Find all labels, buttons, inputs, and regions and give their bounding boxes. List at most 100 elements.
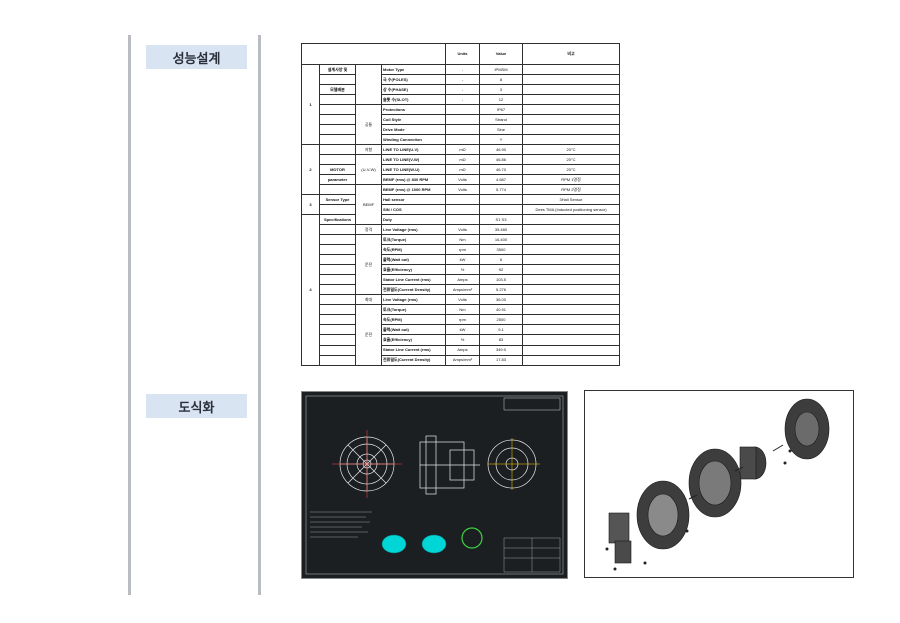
group-name-cell <box>319 354 356 367</box>
value-cell: 46.90 <box>479 144 523 156</box>
unit-cell <box>445 124 480 136</box>
unit-cell: Volts <box>445 184 480 196</box>
note-cell: RPM 2명정 <box>522 184 620 196</box>
note-cell <box>522 274 620 286</box>
parameter-cell: 슬롯 수(SLOT) <box>381 94 446 106</box>
note-cell: 20°C <box>522 144 620 156</box>
parameter-cell: LINE TO LINE(U-V) <box>381 144 446 156</box>
subgroup-cell: 정격 <box>355 224 382 236</box>
parameter-cell: 토크(Torque) <box>381 234 446 246</box>
note-cell <box>522 284 620 296</box>
left-divider <box>128 35 131 595</box>
value-cell: 349.0 <box>479 344 523 356</box>
subgroup-cell <box>355 64 382 106</box>
note-cell: 20°C <box>522 154 620 166</box>
value-cell <box>479 204 523 216</box>
unit-cell <box>445 114 480 126</box>
note-cell <box>522 64 620 76</box>
group-name-cell <box>319 224 356 236</box>
parameter-cell: 효율(Efficiency) <box>381 334 446 346</box>
unit-cell: mΩ <box>445 144 480 156</box>
spec-row: 극 수(POLES)-8 <box>302 74 620 86</box>
unit-cell: - <box>445 64 480 76</box>
unit-cell: Amps/mm² <box>445 354 480 367</box>
parameter-cell: 토크(Torque) <box>381 304 446 316</box>
note-cell: 20°C <box>522 164 620 176</box>
parameter-cell: Hall sensor <box>381 194 446 206</box>
unit-cell: mΩ <box>445 164 480 176</box>
parameter-cell: Drive Mode <box>381 124 446 136</box>
value-cell: 4.687 <box>479 174 523 186</box>
note-cell <box>522 124 620 136</box>
group-name-cell <box>319 204 356 216</box>
unit-cell: Amps <box>445 344 480 356</box>
value-cell: 8 <box>479 74 523 86</box>
unit-cell <box>445 204 480 216</box>
subgroup-cell: 최대 <box>355 294 382 306</box>
group-name-cell <box>319 314 356 326</box>
group-name-cell <box>319 94 356 106</box>
header-value: Value <box>479 42 523 66</box>
group-name-cell <box>319 114 356 126</box>
group-number-cell: 4 <box>301 214 320 366</box>
exploded-view-svg <box>605 398 830 571</box>
note-cell <box>522 304 620 316</box>
value-cell: 35.480 <box>479 224 523 236</box>
group-name-cell <box>319 134 356 146</box>
parameter-cell: 출력(Watt out) <box>381 324 446 336</box>
group-number-cell: 1 <box>301 64 320 146</box>
cad-drawing-svg <box>305 395 564 575</box>
value-cell: Y <box>479 134 523 146</box>
unit-cell: Amps/mm² <box>445 284 480 296</box>
note-cell <box>522 354 620 367</box>
subgroup-cell: 공통 <box>355 104 382 146</box>
note-cell <box>522 234 620 246</box>
note-cell <box>522 104 620 116</box>
parameter-cell: 전류밀도(Current Density) <box>381 354 446 367</box>
parameter-cell: 극 수(POLES) <box>381 74 446 86</box>
group-name-cell <box>319 154 356 166</box>
note-cell <box>522 324 620 336</box>
value-cell: IPMSM <box>479 64 523 76</box>
parameter-cell: Line Voltage (rms) <box>381 224 446 236</box>
group-name-cell <box>319 254 356 266</box>
parameter-cell: LINE TO LINE(V-W) <box>381 154 446 166</box>
note-cell <box>522 114 620 126</box>
parameter-cell: Motor Type <box>381 64 446 76</box>
value-cell: 16.400 <box>479 234 523 246</box>
parameter-cell: Stator Line Current (rms) <box>381 344 446 356</box>
group-name-cell <box>319 274 356 286</box>
value-cell: 3 <box>479 84 523 96</box>
value-cell: 92 <box>479 264 523 276</box>
note-cell <box>522 74 620 86</box>
group-name-cell <box>319 74 356 86</box>
exploded-view-image <box>584 390 854 578</box>
group-name-cell <box>319 334 356 346</box>
note-cell: Dees TMA (Inducted positioning sensor) <box>522 204 620 216</box>
performance-design-label: 성능설계 <box>146 45 247 69</box>
spec-table-header: Units Value 비고 <box>301 42 620 66</box>
group-name-cell <box>319 304 356 316</box>
parameter-cell: BEMF (rms) @ 1000 RPM <box>381 184 446 196</box>
value-cell: 46.86 <box>479 154 523 166</box>
unit-cell: % <box>445 334 480 346</box>
note-cell <box>522 134 620 146</box>
group-name-cell <box>319 284 356 296</box>
note-cell <box>522 254 620 266</box>
